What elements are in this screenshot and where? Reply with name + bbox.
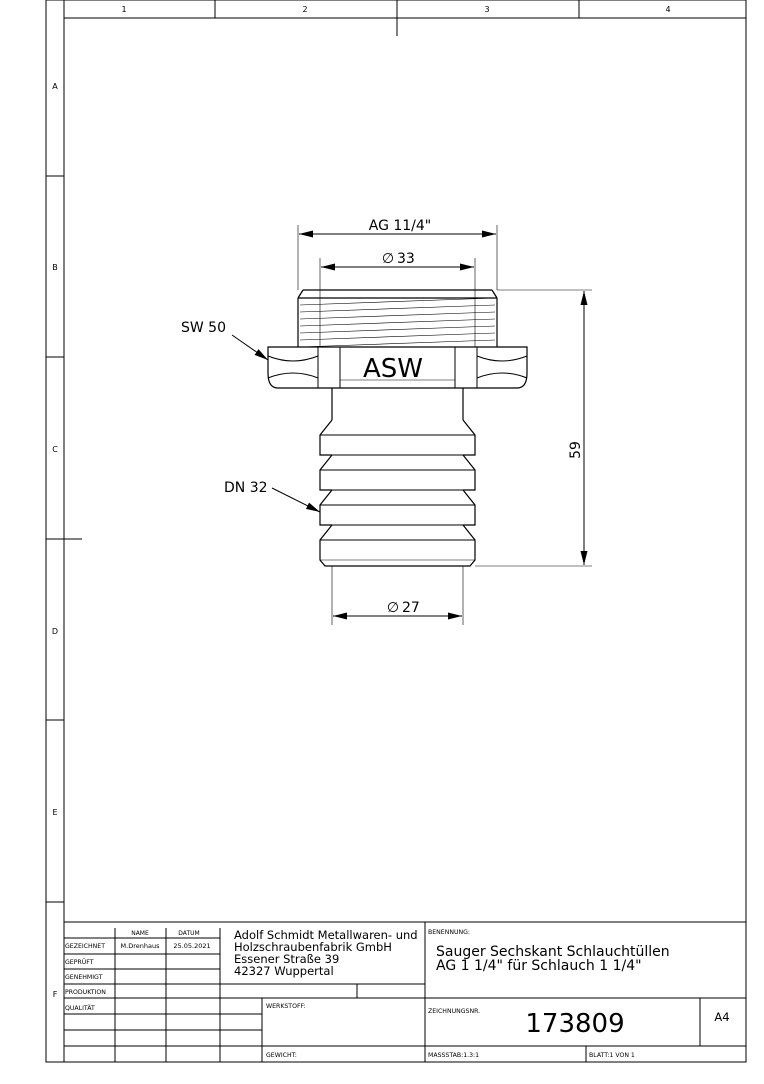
dimension-lines: [231, 225, 592, 625]
dimension-sw: SW 50: [181, 320, 226, 336]
row-label-b: B: [52, 263, 58, 272]
column-label-2: 2: [302, 5, 307, 14]
part-outline: [267, 289, 528, 567]
label-genehmigt: GENEHMIGT: [65, 974, 103, 981]
title-block-grid: [63, 921, 747, 1063]
part-marking: ASW: [363, 354, 423, 384]
dimension-length: 59: [568, 441, 584, 459]
diameter-symbol-27: ∅: [387, 600, 399, 616]
benennung-line-2: AG 1 1/4" für Schlauch 1 1/4": [436, 958, 642, 974]
label-produktion: PRODUKTION: [65, 989, 106, 996]
company-line-1: Adolf Schmidt Metallwaren- und: [234, 928, 418, 942]
row-label-a: A: [52, 82, 58, 91]
dimension-diameter-33: 33: [397, 251, 415, 267]
drawn-by: M.Drenhaus: [121, 942, 161, 950]
blatt: BLATT:1 VON 1: [589, 1052, 635, 1059]
benennung-line-1: Sauger Sechskant Schlauchtüllen: [436, 944, 670, 960]
dimension-dn: DN 32: [224, 480, 268, 496]
title-block-name-header: NAME: [131, 930, 149, 937]
diameter-symbol-33: ∅: [382, 251, 394, 267]
benennung-label: BENENNUNG:: [428, 929, 470, 936]
label-geprueft: GEPRÜFT: [65, 957, 94, 966]
title-block-date-header: DATUM: [178, 930, 199, 937]
column-label-3: 3: [484, 5, 489, 14]
zeichnungsnr-label: ZEICHNUNGSNR.: [428, 1008, 480, 1015]
dimension-ag: AG 11/4": [369, 218, 432, 234]
thread-lines: [299, 297, 496, 348]
company-line-3: Essener Straße 39: [234, 952, 339, 966]
row-label-c: C: [52, 445, 58, 454]
werkstoff-label: WERKSTOFF:: [266, 1003, 306, 1010]
company-line-4: 42327 Wuppertal: [234, 964, 334, 978]
column-label-4: 4: [665, 5, 670, 14]
label-gezeichnet: GEZEICHNET: [65, 943, 105, 950]
sheet-format: A4: [714, 1010, 729, 1024]
drawn-date: 25.05.2021: [173, 942, 210, 950]
dimension-diameter-27: 27: [402, 600, 420, 616]
company-line-2: Holzschraubenfabrik GmbH: [234, 940, 392, 954]
massstab: MASSSTAB:1.3:1: [428, 1052, 479, 1059]
drawing-number: 173809: [525, 1009, 624, 1039]
gewicht-label: GEWICHT:: [266, 1052, 297, 1059]
hex-collar: [267, 346, 528, 389]
row-label-d: D: [52, 627, 58, 636]
row-label-f: F: [53, 990, 58, 999]
row-label-e: E: [52, 808, 57, 817]
column-label-1: 1: [121, 5, 126, 14]
sheet-frame: [45, 0, 747, 1063]
label-qualitaet: QUALITÄT: [65, 1003, 95, 1012]
